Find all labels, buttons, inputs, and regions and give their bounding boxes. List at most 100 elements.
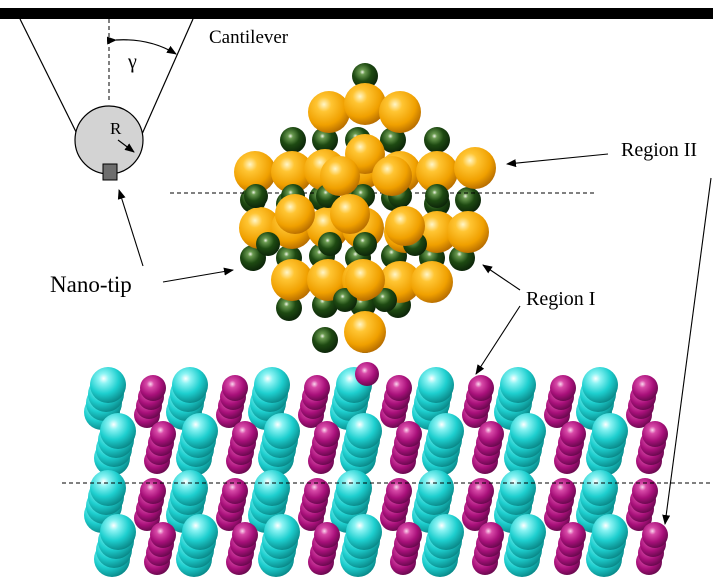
cyan-atom	[90, 367, 126, 403]
magenta-atom	[550, 375, 576, 401]
cyan-atom	[264, 413, 300, 449]
cyan-atom	[428, 413, 464, 449]
magenta-atom	[232, 522, 258, 548]
magenta-atom	[314, 421, 340, 447]
cyan-atom	[100, 514, 136, 550]
cyan-atom	[182, 413, 218, 449]
cyan-atom	[592, 514, 628, 550]
cyan-atom	[582, 470, 618, 506]
magenta-atom	[232, 421, 258, 447]
cyan-atom	[336, 470, 372, 506]
gold-atom	[385, 206, 425, 246]
radius-label: R	[110, 119, 122, 138]
nano-tip-arrow-to-cluster	[162, 267, 234, 283]
gold-atom	[271, 259, 313, 301]
cyan-atom	[346, 413, 382, 449]
cyan-atom	[582, 367, 618, 403]
gold-atom	[447, 211, 489, 253]
gold-atom	[344, 311, 386, 353]
magenta-atom	[304, 375, 330, 401]
magenta-atom	[468, 375, 494, 401]
magenta-atom	[468, 478, 494, 504]
cyan-atom	[592, 413, 628, 449]
magenta-atom	[550, 478, 576, 504]
green-atom	[425, 184, 449, 208]
cyan-atom	[254, 470, 290, 506]
cantilever-schematic: γ R	[19, 18, 194, 181]
nano-tip-label: Nano-tip	[50, 272, 132, 297]
cyan-atom	[510, 514, 546, 550]
substrate-slab	[84, 367, 668, 577]
green-atom	[455, 187, 481, 213]
magenta-atom	[304, 478, 330, 504]
nano-tip-cluster-front	[244, 134, 449, 312]
magenta-atom	[560, 421, 586, 447]
magenta-atom	[222, 375, 248, 401]
magenta-atom	[478, 522, 504, 548]
magenta-atom	[632, 478, 658, 504]
magenta-atom	[396, 421, 422, 447]
magenta-atom	[632, 375, 658, 401]
cyan-atom	[264, 514, 300, 550]
green-atom	[312, 127, 338, 153]
gold-atom	[271, 151, 313, 193]
gold-atom	[330, 194, 370, 234]
gold-atom	[372, 156, 412, 196]
gold-atom	[234, 151, 276, 193]
gold-atom	[379, 91, 421, 133]
cyan-atom	[90, 470, 126, 506]
green-atom	[312, 327, 338, 353]
magenta-atom	[386, 478, 412, 504]
magenta-atom	[140, 375, 166, 401]
adatom	[355, 362, 379, 386]
gold-atom	[308, 91, 350, 133]
cyan-atom	[172, 367, 208, 403]
green-atom	[424, 127, 450, 153]
region-two-arrow-to-cluster	[506, 153, 609, 168]
cyan-atom	[500, 367, 536, 403]
cyan-atom	[254, 367, 290, 403]
gold-atom	[411, 261, 453, 303]
gold-atom	[275, 194, 315, 234]
region-two-arrow-to-slab	[662, 177, 712, 525]
region-one-arrow-to-cluster	[482, 264, 521, 291]
cyan-atom	[346, 514, 382, 550]
cyan-atom	[100, 413, 136, 449]
gold-atom	[320, 156, 360, 196]
angle-arc	[106, 36, 177, 55]
cantilever-right-arm	[134, 18, 194, 151]
magenta-atom	[396, 522, 422, 548]
magenta-atom	[642, 522, 668, 548]
magenta-atom	[150, 421, 176, 447]
angle-label: γ	[127, 51, 137, 73]
magenta-atom	[314, 522, 340, 548]
cyan-atom	[418, 470, 454, 506]
cantilever-left-arm	[19, 18, 86, 151]
region-two-label: Region II	[621, 139, 697, 161]
magenta-atom	[642, 421, 668, 447]
gold-atom	[454, 147, 496, 189]
magenta-atom	[222, 478, 248, 504]
nano-tip-arrow-to-block	[117, 189, 144, 267]
region-one-arrow-to-slab	[475, 305, 521, 375]
green-atom	[256, 232, 280, 256]
radius-arrow	[117, 139, 135, 153]
green-atom	[280, 127, 306, 153]
cyan-atom	[418, 367, 454, 403]
cantilever-label: Cantilever	[209, 27, 289, 48]
top-support-bar	[0, 8, 713, 19]
green-atom	[380, 127, 406, 153]
green-atom	[244, 184, 268, 208]
cyan-atom	[510, 413, 546, 449]
green-atom	[318, 232, 342, 256]
gold-atom	[345, 260, 385, 300]
gold-atom	[344, 83, 386, 125]
magenta-atom	[386, 375, 412, 401]
green-atom	[353, 232, 377, 256]
magenta-atom	[560, 522, 586, 548]
cyan-atom	[182, 514, 218, 550]
cyan-atom	[500, 470, 536, 506]
nano-tip-block	[102, 163, 118, 181]
gold-atom	[416, 151, 458, 193]
